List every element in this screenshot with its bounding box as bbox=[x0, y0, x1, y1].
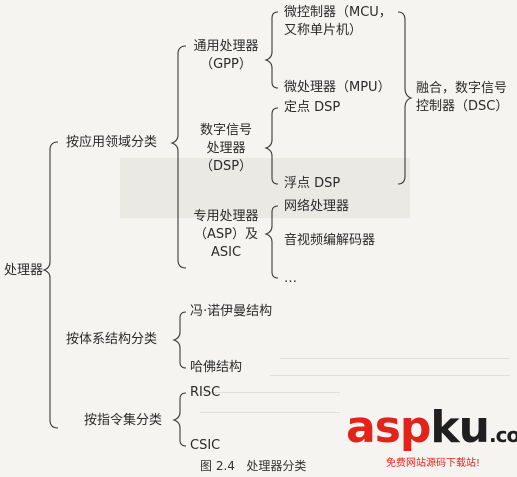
dsp-bracket bbox=[264, 107, 279, 185]
fusion-bracket bbox=[397, 11, 413, 185]
watermark-tagline: 免费网站源码下载站! bbox=[386, 458, 481, 469]
csic-label: CSIC bbox=[190, 438, 221, 453]
watermark-com: .com bbox=[488, 423, 517, 447]
harvard-label: 哈佛结构 bbox=[190, 360, 243, 375]
application-bracket bbox=[170, 45, 187, 269]
dsp-label: 数字信号 处理器 （DSP） bbox=[199, 123, 253, 174]
watermark-wordmark: aspku.com bbox=[346, 402, 517, 461]
gpp-label: 通用处理器 （GPP） bbox=[193, 39, 259, 72]
asp-label: 专用处理器 （ASP）及 ASIC bbox=[193, 209, 259, 260]
category-by-instruction-set: 按指令集分类 bbox=[84, 413, 163, 428]
category-by-application: 按应用领域分类 bbox=[66, 135, 158, 150]
von-neumann-label: 冯·诺伊曼结构 bbox=[190, 304, 273, 319]
root-label: 处理器 bbox=[4, 263, 44, 278]
figure-caption: 图 2.4 处理器分类 bbox=[200, 459, 307, 473]
fixed-point-dsp-label: 定点 DSP bbox=[284, 100, 341, 115]
root-bracket bbox=[42, 141, 59, 429]
background-artifact bbox=[270, 375, 510, 376]
risc-label: RISC bbox=[190, 385, 221, 400]
mpu-label: 微处理器（MPU） bbox=[284, 80, 391, 95]
gpp-bracket bbox=[264, 11, 279, 89]
instruction-bracket bbox=[172, 392, 187, 447]
background-artifact bbox=[120, 158, 410, 218]
watermark-logo: aspku.com 免费网站源码下载站! bbox=[346, 402, 517, 472]
fusion-dsc-label: 融合，数字信号 控制器（DSC） bbox=[416, 81, 509, 114]
background-artifact bbox=[280, 358, 510, 359]
av-codec-label: 音视频编解码器 bbox=[284, 233, 376, 248]
watermark-ku: ku bbox=[430, 402, 490, 453]
architecture-bracket bbox=[172, 311, 187, 369]
more-items-label: … bbox=[284, 271, 297, 286]
floating-point-dsp-label: 浮点 DSP bbox=[284, 176, 341, 191]
background-artifact bbox=[200, 392, 340, 393]
asp-bracket bbox=[264, 205, 279, 279]
network-processor-label: 网络处理器 bbox=[284, 199, 350, 214]
watermark-asp: asp bbox=[346, 402, 431, 453]
category-by-architecture: 按体系结构分类 bbox=[66, 332, 158, 347]
background-artifact bbox=[200, 412, 340, 413]
mcu-label: 微控制器（MCU， 又称单片机） bbox=[284, 5, 392, 38]
